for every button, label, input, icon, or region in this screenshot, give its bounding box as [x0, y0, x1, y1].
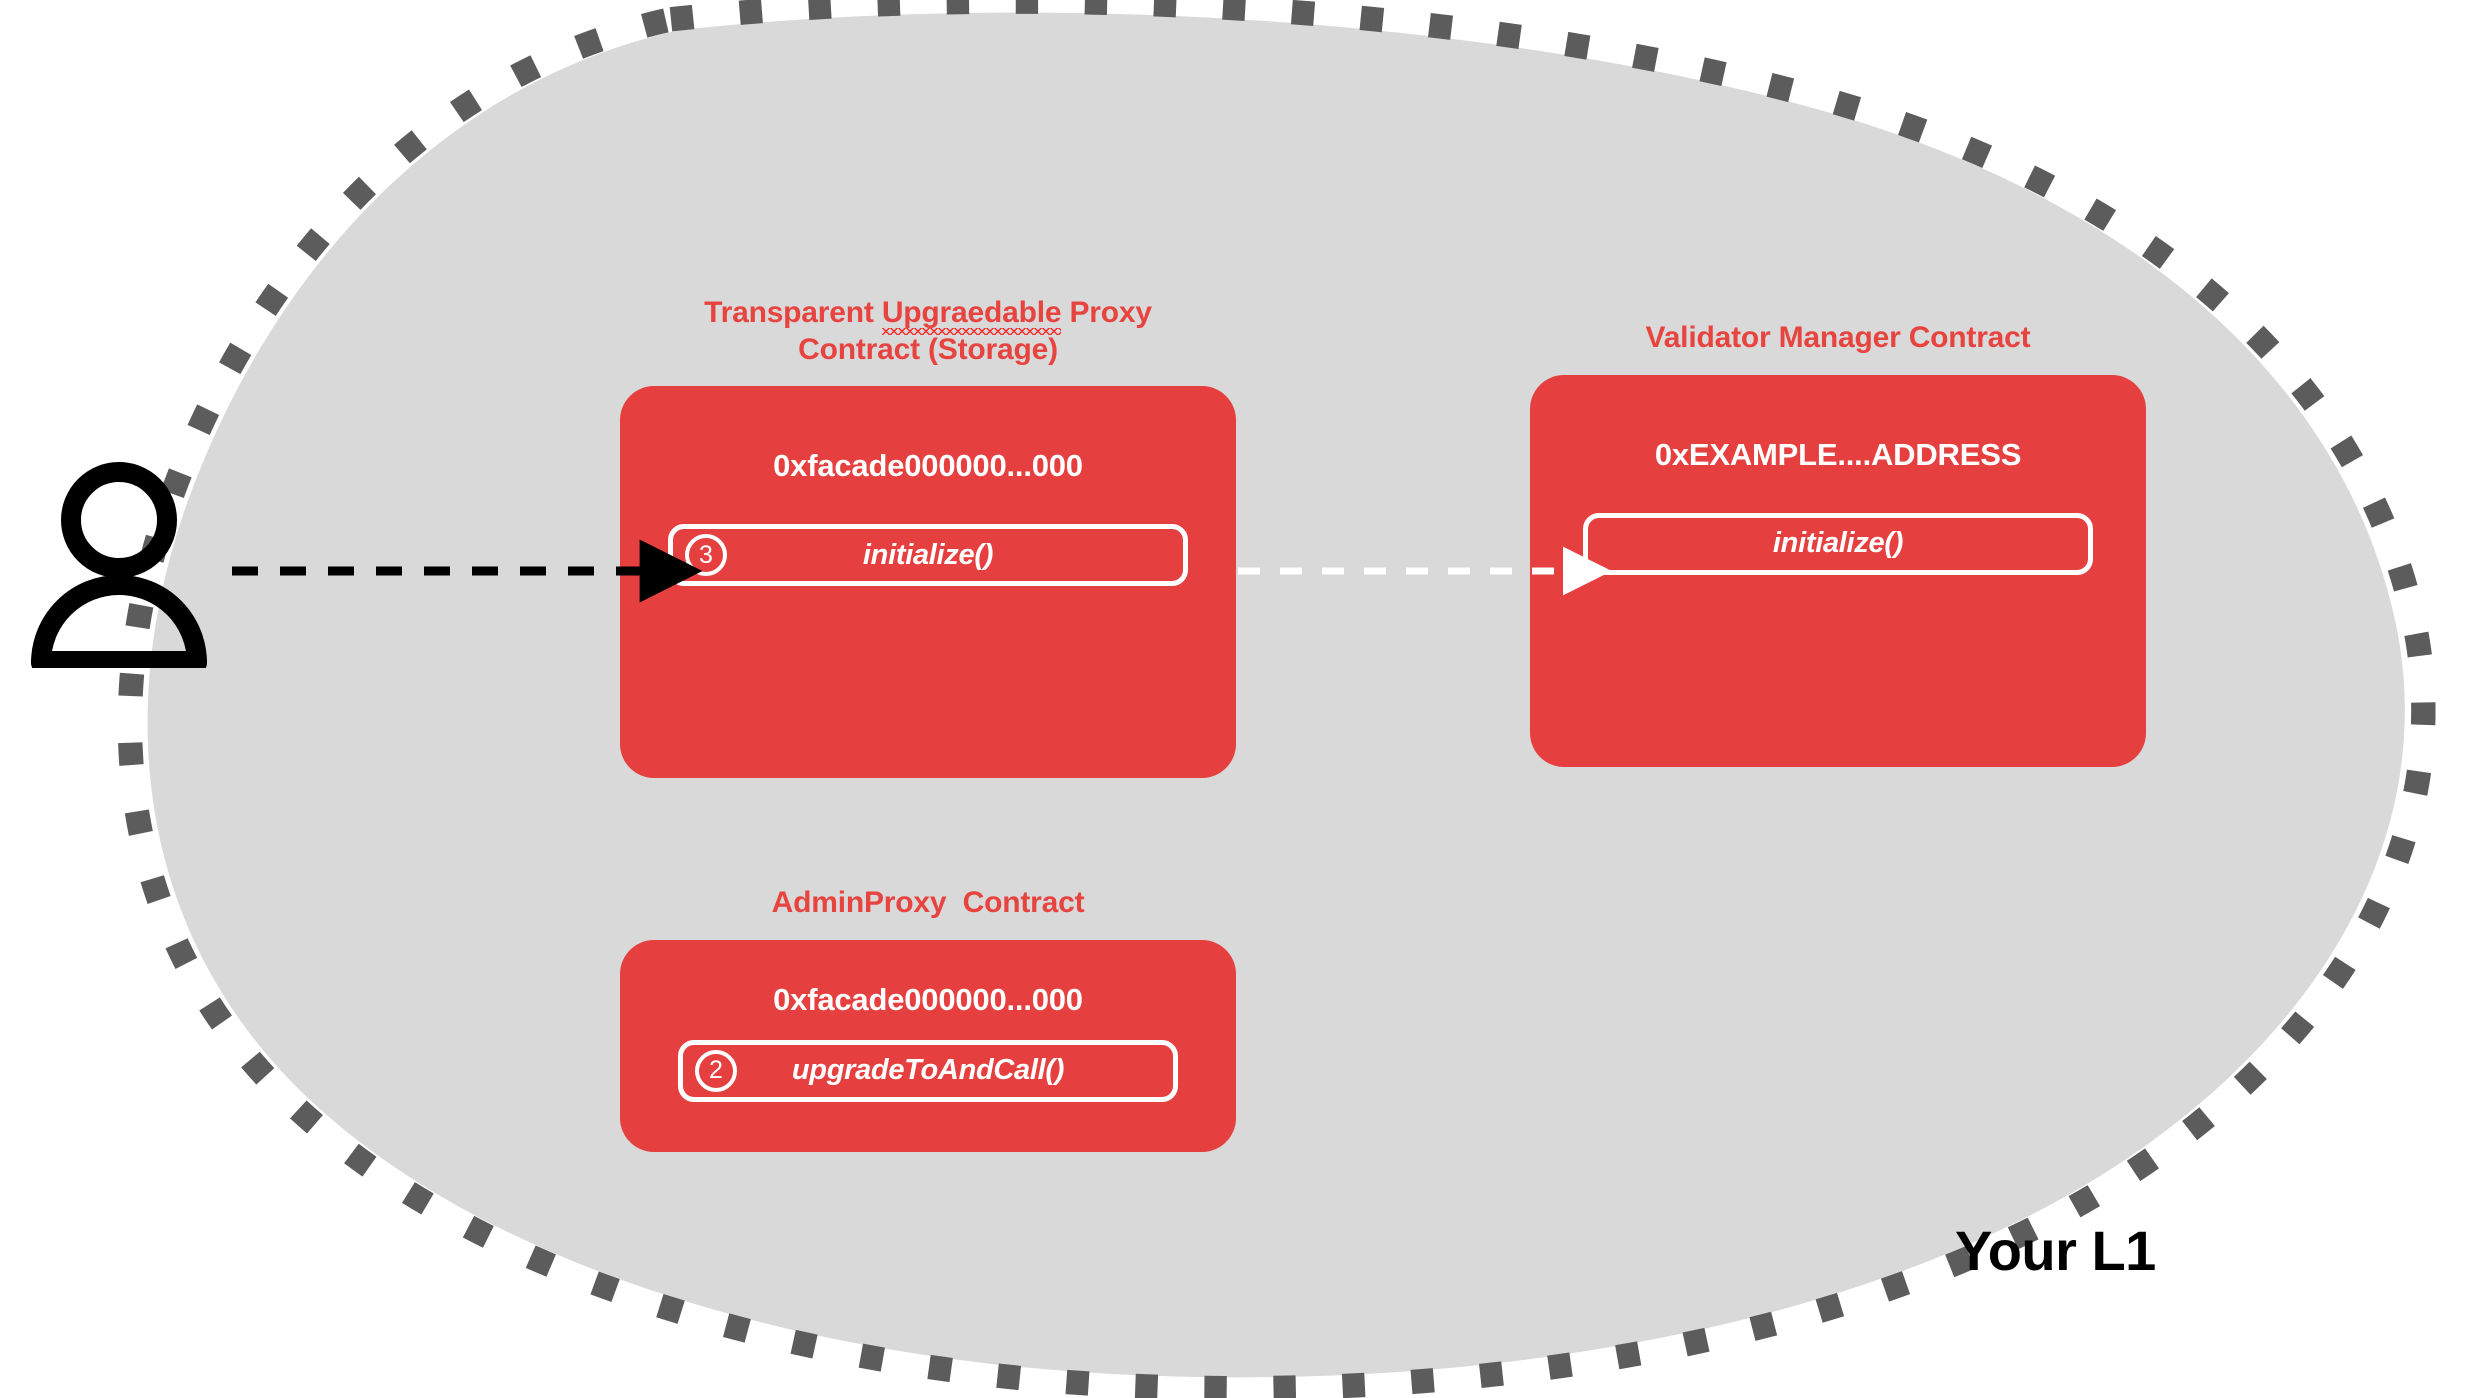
- step-badge-3: 3: [685, 534, 727, 577]
- function-label-initialize-validator-manager: initialize(): [1772, 527, 1904, 560]
- function-box-upgrade-to-and-call[interactable]: 2 upgradeToAndCall(): [678, 1039, 1178, 1102]
- user-icon: [31, 462, 207, 668]
- function-box-initialize-proxy[interactable]: 3 initialize(): [668, 524, 1188, 587]
- contract-admin-proxy: AdminProxy Contract 0xfacade000000...000…: [620, 885, 1236, 1152]
- contract-card-admin-proxy[interactable]: 0xfacade000000...000 2 upgradeToAndCall(…: [620, 939, 1236, 1152]
- contract-title-admin-proxy: AdminProxy Contract: [771, 886, 1085, 919]
- contract-card-transparent-proxy[interactable]: 0xfacade000000...000 3 initialize(): [620, 386, 1236, 779]
- contract-card-validator-manager[interactable]: 0xEXAMPLE....ADDRESS initialize(): [1530, 374, 2146, 767]
- step-badge-2: 2: [695, 1049, 737, 1092]
- function-label-upgrade-to-and-call: upgradeToAndCall(): [791, 1054, 1065, 1087]
- title-text-prefix: Transparent: [704, 296, 882, 329]
- contract-address-validator-manager: 0xEXAMPLE....ADDRESS: [1654, 436, 2022, 472]
- function-box-initialize-validator-manager[interactable]: initialize(): [1583, 512, 2093, 575]
- contract-title-validator-manager: Validator Manager Contract: [1645, 321, 2031, 354]
- network-label-your-l1: Your L1: [1955, 1219, 2156, 1282]
- contract-address-transparent-proxy: 0xfacade000000...000: [773, 448, 1083, 484]
- misspelled-word-upgraedable: Upgraedable: [881, 295, 1062, 335]
- title-text-suffix: Proxy: [1061, 296, 1152, 329]
- function-label-initialize-proxy: initialize(): [862, 538, 994, 571]
- title-text-line2: Contract (Storage): [798, 332, 1058, 366]
- contract-address-admin-proxy: 0xfacade000000...000: [773, 981, 1083, 1017]
- contract-validator-manager: Validator Manager Contract 0xEXAMPLE....…: [1530, 320, 2146, 767]
